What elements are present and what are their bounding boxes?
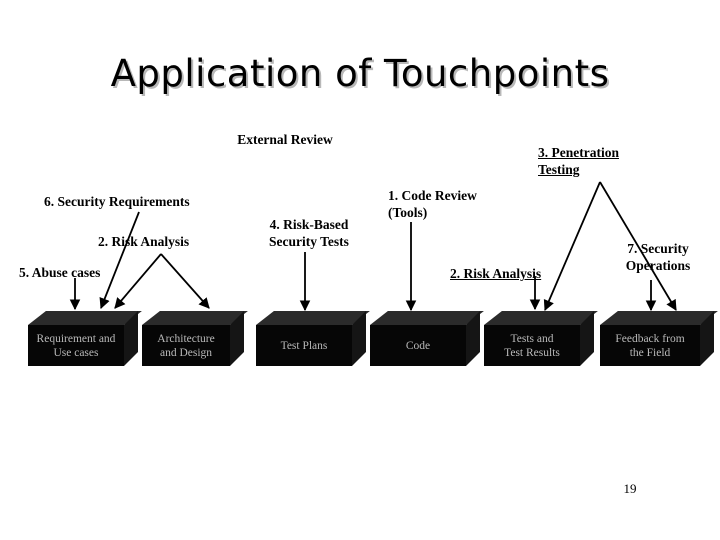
label-risk-based-security-tests: 4. Risk-Based Security Tests	[269, 217, 349, 249]
artifact-box-feedback-from-field: Feedback from the Field	[600, 311, 718, 366]
artifact-box-architecture: Architecture and Design	[142, 311, 248, 366]
artifact-box-requirements: Requirement and Use cases	[28, 311, 142, 366]
artifact-box-label: Feedback from the Field	[600, 325, 700, 366]
artifact-box-label: Code	[370, 325, 466, 366]
artifact-box-test-plans: Test Plans	[256, 311, 370, 366]
page-title: Application of Touchpoints	[110, 52, 610, 95]
arrow-security-requirements	[99, 211, 140, 310]
artifact-box-label: Architecture and Design	[142, 325, 230, 366]
arrow-risk-analysis-left-a	[114, 253, 162, 309]
page-number: 19	[623, 481, 637, 496]
label-security-requirements: 6. Security Requirements	[44, 194, 190, 209]
arrow-risk-analysis-left-b	[160, 253, 210, 309]
label-penetration-testing: 3. Penetration Testing	[538, 145, 619, 177]
artifact-box-label: Test Plans	[256, 325, 352, 366]
label-risk-analysis-right: 2. Risk Analysis	[450, 266, 542, 281]
label-code-review: 1. Code Review (Tools)	[388, 188, 477, 220]
arrow-penetration-testing-a	[543, 181, 601, 311]
artifact-box-code: Code	[370, 311, 484, 366]
label-abuse-cases: 5. Abuse cases	[19, 265, 101, 280]
artifact-box-label: Tests and Test Results	[484, 325, 580, 366]
label-external-review: External Review	[237, 132, 333, 147]
artifact-box-tests-and-results: Tests and Test Results	[484, 311, 598, 366]
label-risk-analysis-left: 2. Risk Analysis	[98, 234, 190, 249]
label-security-operations: 7. Security Operations	[625, 241, 691, 273]
artifact-box-label: Requirement and Use cases	[28, 325, 124, 366]
